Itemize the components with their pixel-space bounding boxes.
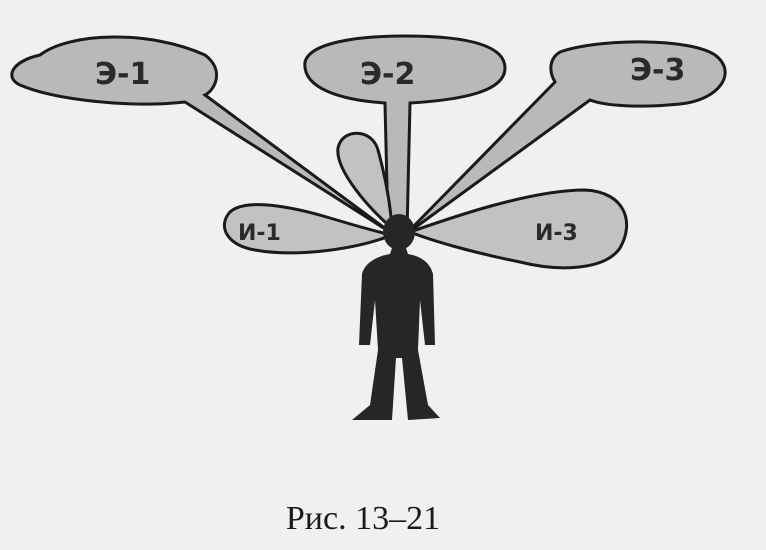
lobe-e1-label: Э-1 xyxy=(95,57,150,92)
lobe-e3 xyxy=(403,40,727,237)
lobe-i3 xyxy=(405,188,629,270)
lobe-e2-label: Э-2 xyxy=(360,57,415,92)
person-head xyxy=(383,214,415,250)
lobe-e2 xyxy=(303,34,507,234)
person-body xyxy=(352,248,440,420)
lobe-i2 xyxy=(336,131,394,232)
lobe-i1-label: И-1 xyxy=(238,221,281,246)
lobe-i3-label: И-3 xyxy=(535,221,578,246)
person-silhouette xyxy=(352,214,440,420)
figure-caption: Рис. 13–21 xyxy=(285,500,441,537)
lobe-i1 xyxy=(222,203,398,255)
lobe-e3-label: Э-3 xyxy=(630,53,685,88)
